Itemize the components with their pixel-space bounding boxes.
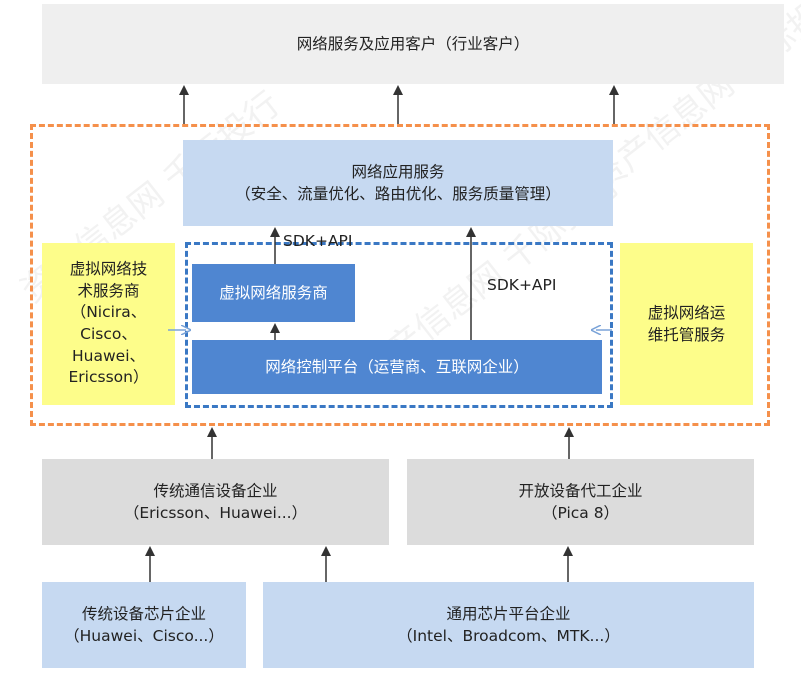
- traditional-chip-box: 传统设备芯片企业 （Huawei、Cisco...）: [42, 582, 246, 668]
- traditional-equipment-title: 传统通信设备企业: [153, 481, 278, 500]
- virtual-tech-provider-line: Ericsson）: [68, 368, 149, 387]
- app-services-box: 网络应用服务 （安全、流量优化、路由优化、服务质量管理）: [183, 140, 613, 226]
- virtual-tech-provider-line: 虚拟网络技: [69, 259, 148, 278]
- open-oem-box: 开放设备代工企业 （Pica 8）: [407, 459, 754, 545]
- virtual-tech-provider-line: Cisco、: [80, 325, 137, 343]
- virtual-tech-provider-box: 虚拟网络技 术服务商 （Nicira、 Cisco、 Huawei、 Erics…: [42, 243, 175, 405]
- traditional-chip-title: 传统设备芯片企业: [81, 604, 206, 623]
- traditional-equipment-detail: （Ericsson、Huawei...）: [123, 504, 308, 522]
- control-platform-label: 网络控制平台（运营商、互联网企业）: [265, 357, 529, 376]
- virtual-tech-provider-line: Huawei、: [72, 346, 145, 365]
- virtual-ops-hosting-box: 虚拟网络运 维托管服务: [620, 243, 753, 405]
- control-platform-box: 网络控制平台（运营商、互联网企业）: [192, 340, 602, 394]
- general-chip-title: 通用芯片平台企业: [446, 604, 571, 623]
- traditional-chip-detail: （Huawei、Cisco...）: [64, 627, 224, 645]
- virtual-tech-provider-line: 术服务商: [77, 281, 140, 300]
- virtual-tech-provider-line: （Nicira、: [70, 303, 147, 322]
- virtual-ops-hosting-line: 虚拟网络运: [647, 303, 726, 322]
- traditional-equipment-box: 传统通信设备企业 （Ericsson、Huawei...）: [42, 459, 389, 545]
- app-services-detail: （安全、流量优化、路由优化、服务质量管理）: [235, 185, 561, 203]
- open-oem-title: 开放设备代工企业: [518, 481, 643, 500]
- general-chip-box: 通用芯片平台企业 （Intel、Broadcom、MTK...）: [263, 582, 754, 668]
- open-oem-detail: （Pica 8）: [541, 504, 620, 522]
- virtual-service-provider-label: 虚拟网络服务商: [219, 283, 328, 302]
- virtual-ops-hosting-line: 维托管服务: [647, 326, 726, 344]
- sdk-api-label-right: SDK+API: [487, 276, 557, 294]
- general-chip-detail: （Intel、Broadcom、MTK...）: [397, 627, 620, 645]
- virtual-service-provider-box: 虚拟网络服务商: [192, 264, 355, 322]
- sdn-ecosystem-region: [30, 124, 770, 426]
- customers-label: 网络服务及应用客户（行业客户）: [296, 34, 530, 53]
- app-services-title: 网络应用服务: [351, 162, 445, 181]
- sdk-api-label-left: SDK+API: [283, 232, 353, 250]
- customers-box: 网络服务及应用客户（行业客户）: [42, 4, 784, 84]
